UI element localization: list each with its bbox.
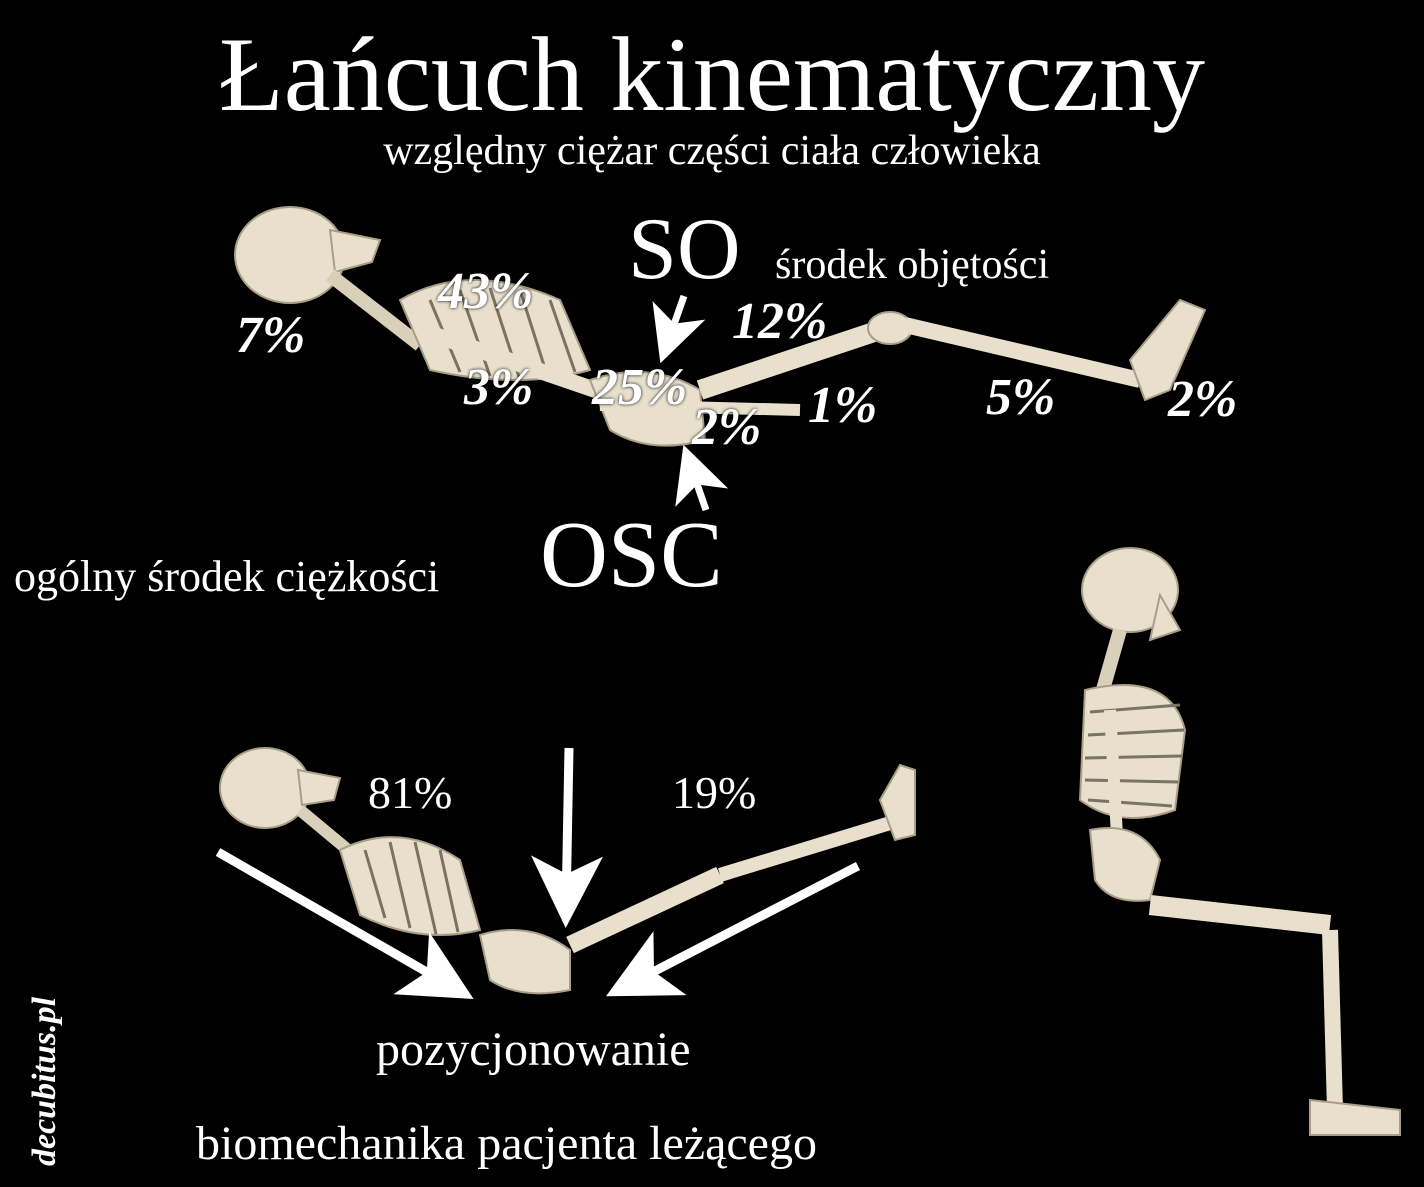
arrow-down <box>566 748 569 910</box>
pct-head: 7% <box>236 310 305 362</box>
skeleton-squat <box>1080 548 1400 1135</box>
pct-shank: 5% <box>986 372 1055 424</box>
pct-thigh: 12% <box>732 296 827 348</box>
pct-hand: 2% <box>692 402 761 454</box>
pct-pelvis: 25% <box>592 362 687 414</box>
footer-caption: biomechanika pacjenta leżącego <box>196 1120 817 1168</box>
so-arrow <box>665 296 684 350</box>
so-label: środek objętości <box>775 244 1049 286</box>
page-subtitle: względny ciężar części ciała człowieka <box>0 130 1424 172</box>
pct-trunk: 43% <box>438 266 533 318</box>
ribcage <box>340 837 480 935</box>
shank-bone <box>720 820 900 875</box>
positioning-label: pozycjonowanie <box>376 1026 691 1074</box>
so-abbr: SO <box>628 206 741 294</box>
shank-bone <box>1330 930 1335 1110</box>
osc-abbr: OSC <box>540 508 723 602</box>
pct-forearm: 1% <box>808 380 877 432</box>
page-title: Łańcuch kinematyczny <box>0 22 1424 128</box>
osc-label: ogólny środek ciężkości <box>14 555 439 599</box>
skull <box>220 748 310 828</box>
pct-arm: 3% <box>464 362 533 414</box>
thigh-bone <box>570 875 720 945</box>
upper-share: 81% <box>368 770 452 816</box>
pct-foot: 2% <box>1168 374 1237 426</box>
pelvis <box>480 930 570 993</box>
pelvis <box>1090 828 1160 901</box>
skull <box>235 207 345 303</box>
thigh-bone <box>1150 905 1330 925</box>
arrow-right <box>622 866 858 988</box>
lower-share: 19% <box>672 770 756 816</box>
brand-watermark: decubitus.pl <box>26 997 64 1166</box>
foot <box>1310 1100 1400 1135</box>
